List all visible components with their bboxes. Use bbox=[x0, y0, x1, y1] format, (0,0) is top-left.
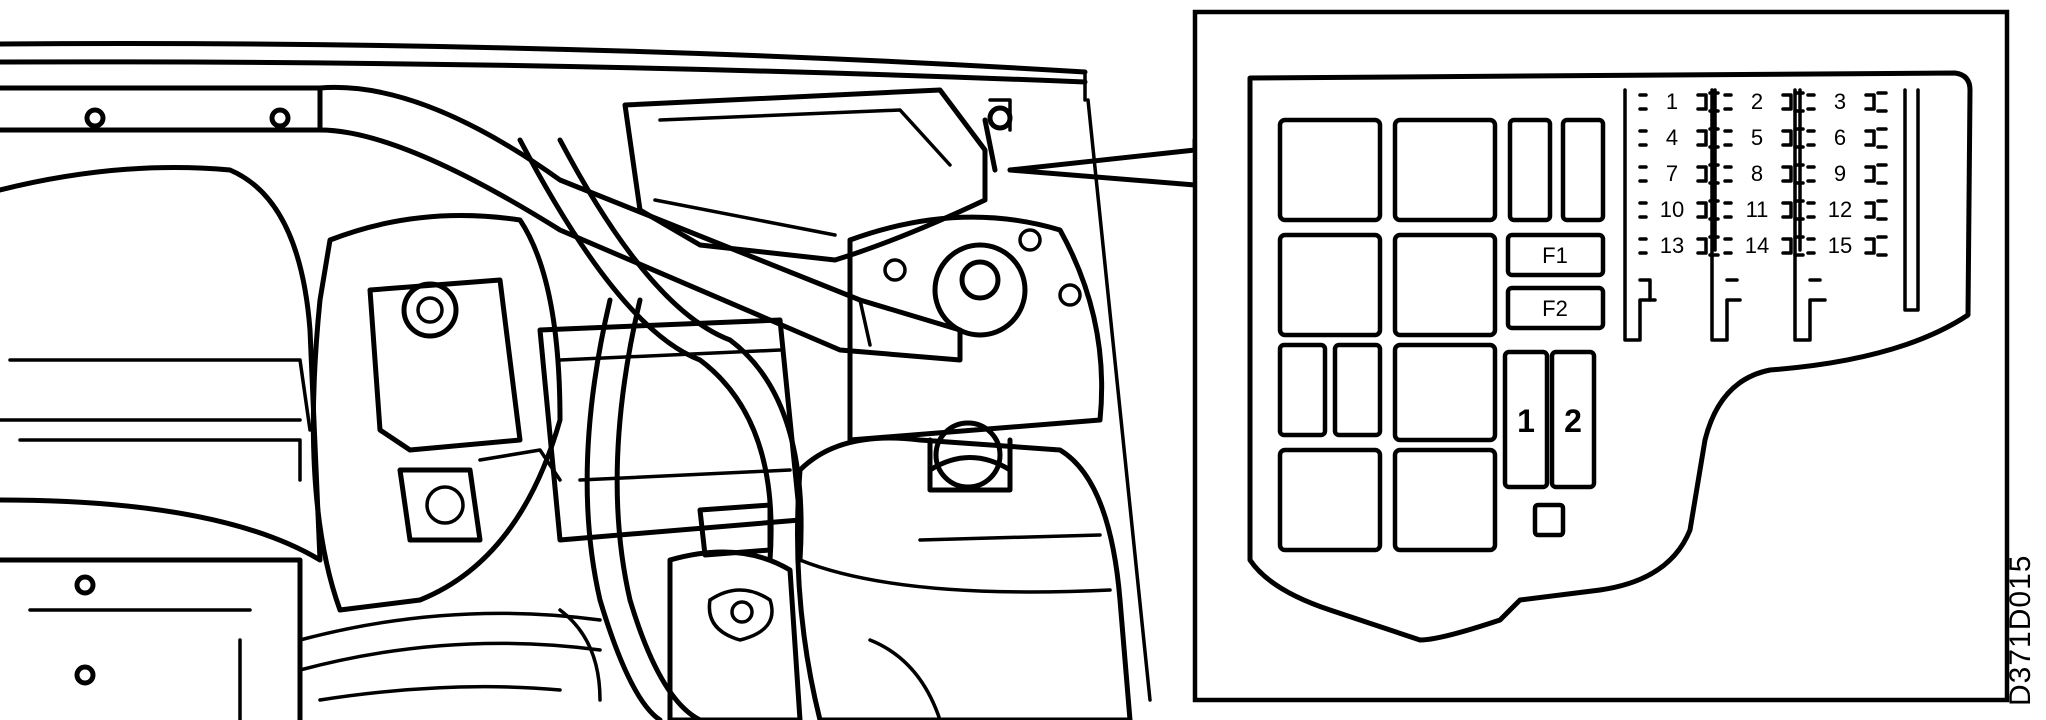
engine-bay-illustration bbox=[0, 41, 1152, 720]
fuse-number-label: 9 bbox=[1834, 161, 1846, 186]
fuse-pin bbox=[1793, 199, 1805, 221]
relay-socket bbox=[1392, 447, 1498, 553]
relay-1 bbox=[1502, 349, 1550, 490]
fuse-number-label: 12 bbox=[1828, 197, 1852, 222]
fuse-number-label: 11 bbox=[1746, 197, 1769, 222]
relay-1-label: 1 bbox=[1517, 403, 1535, 439]
fuse-pin bbox=[1876, 199, 1888, 221]
fuse-slot bbox=[1638, 237, 1708, 255]
relay-socket bbox=[1332, 342, 1383, 438]
fuse-slot bbox=[1638, 201, 1708, 219]
fuse-number-label: 4 bbox=[1666, 125, 1678, 150]
relay-socket bbox=[1392, 117, 1498, 223]
fuse-pin bbox=[1708, 127, 1720, 149]
fuse-slot bbox=[1723, 93, 1793, 111]
fuse-slot bbox=[1723, 129, 1793, 147]
relay-socket bbox=[1277, 117, 1383, 223]
fuse-number-label: 8 bbox=[1751, 161, 1763, 186]
fuse-f2-label: F2 bbox=[1542, 296, 1568, 321]
fuse-pin bbox=[1876, 163, 1888, 185]
fuse-number-label: 3 bbox=[1834, 89, 1846, 114]
fuse-number-label: 15 bbox=[1828, 233, 1852, 258]
fuse-pin bbox=[1708, 199, 1720, 221]
fuse-pin bbox=[1876, 235, 1888, 257]
fuse-pin bbox=[1708, 235, 1720, 257]
fuse-slot bbox=[1638, 129, 1708, 147]
fuse-slot bbox=[1638, 93, 1708, 111]
relay-2 bbox=[1549, 349, 1597, 490]
fuse-slot bbox=[1723, 237, 1793, 255]
fuse-slot bbox=[1806, 165, 1876, 183]
fuse-pin bbox=[1793, 235, 1805, 257]
fuse-slot bbox=[1806, 237, 1876, 255]
fuse-slot bbox=[1806, 129, 1876, 147]
relay-2-label: 2 bbox=[1564, 403, 1582, 439]
figure-code: D371D015 bbox=[2004, 554, 2037, 706]
fuse-f1 bbox=[1505, 232, 1606, 278]
relay-socket bbox=[1392, 342, 1498, 443]
relay-socket bbox=[1507, 117, 1553, 223]
relay-socket bbox=[1392, 232, 1498, 338]
fuse-pin bbox=[1876, 91, 1888, 113]
fuse-number-label: 13 bbox=[1660, 233, 1684, 258]
relay-socket bbox=[1277, 342, 1328, 438]
fuse-number-label: 5 bbox=[1751, 125, 1763, 150]
fuse-number-label: 1 bbox=[1666, 89, 1678, 114]
fuse-f1-label: F1 bbox=[1542, 243, 1568, 268]
fuse-pin bbox=[1793, 127, 1805, 149]
fuse-number-label: 10 bbox=[1660, 197, 1684, 222]
fuse-pin bbox=[1793, 163, 1805, 185]
small-socket bbox=[1532, 502, 1566, 538]
fuse-number-label: 2 bbox=[1751, 89, 1763, 114]
fuse-box-outline bbox=[1247, 70, 1973, 643]
fuse-slot bbox=[1806, 93, 1876, 111]
callout-leader bbox=[1007, 137, 1198, 188]
relay-socket bbox=[1277, 232, 1383, 338]
fuse-number-label: 7 bbox=[1666, 161, 1678, 186]
relay-socket bbox=[1560, 117, 1606, 223]
relay-socket bbox=[1277, 447, 1383, 553]
fuse-pin bbox=[1708, 163, 1720, 185]
fuse-pin bbox=[1876, 127, 1888, 149]
fuse-slot bbox=[1806, 201, 1876, 219]
fuse-slot bbox=[1723, 201, 1793, 219]
fuse-slot bbox=[1723, 165, 1793, 183]
fuse-number-label: 6 bbox=[1834, 125, 1846, 150]
fuse-f2 bbox=[1505, 285, 1606, 331]
fuse-pin bbox=[1708, 91, 1720, 113]
fuse-slot bbox=[1638, 165, 1708, 183]
fuse-pin bbox=[1793, 91, 1805, 113]
fuse-number-label: 14 bbox=[1745, 233, 1769, 258]
